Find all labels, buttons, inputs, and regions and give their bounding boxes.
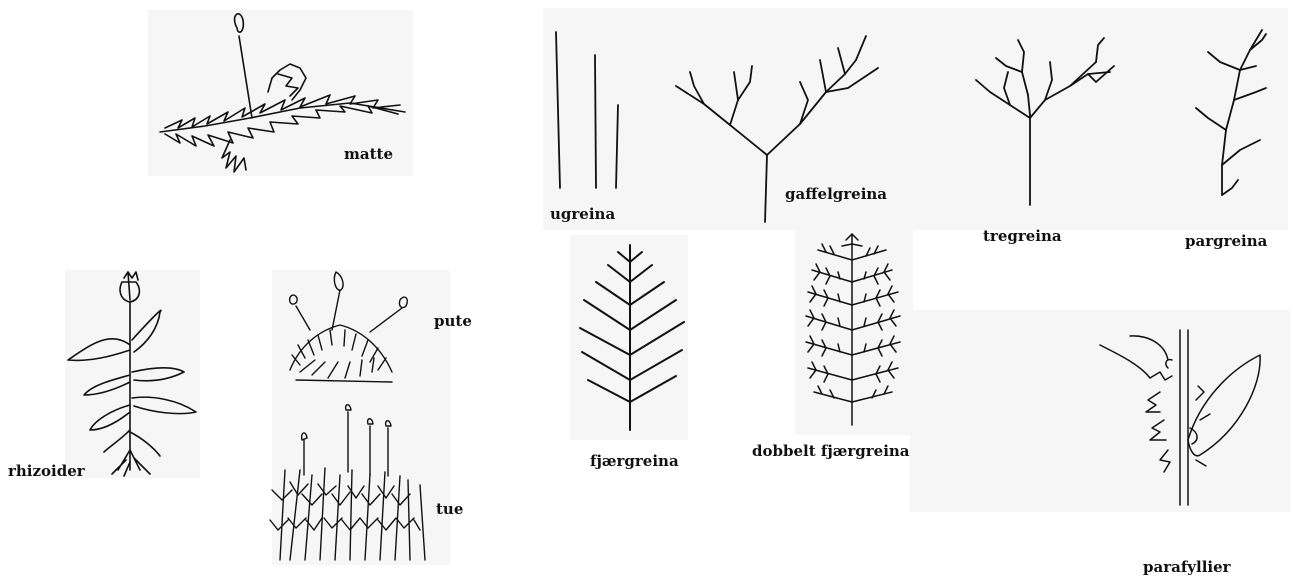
pargreina-drawing: [1196, 30, 1266, 195]
label-rhizoider: rhizoider: [8, 462, 85, 480]
label-matte: matte: [344, 145, 393, 163]
label-dobbelt-fjaergreina: dobbelt fjærgreina: [752, 442, 910, 460]
rhizoider-drawing: [68, 272, 196, 476]
label-tregreina: tregreina: [983, 227, 1062, 245]
label-pargreina: pargreina: [1185, 232, 1267, 250]
label-ugreina: ugreina: [550, 205, 615, 223]
fjaergreina-drawing: [580, 245, 684, 430]
pute-drawing: [290, 272, 408, 382]
label-fjaergreina: fjærgreina: [590, 452, 679, 470]
label-pute: pute: [434, 312, 472, 330]
parafyllier-drawing: [1100, 330, 1260, 505]
dobbelt-fjaergreina-drawing: [806, 234, 900, 425]
label-gaffelgreina: gaffelgreina: [785, 185, 887, 203]
label-tue: tue: [436, 500, 463, 518]
tue-drawing: [270, 405, 425, 560]
ugreina-drawing: [556, 32, 618, 188]
label-parafyllier: parafyllier: [1143, 558, 1231, 576]
tregreina-drawing: [976, 38, 1114, 205]
